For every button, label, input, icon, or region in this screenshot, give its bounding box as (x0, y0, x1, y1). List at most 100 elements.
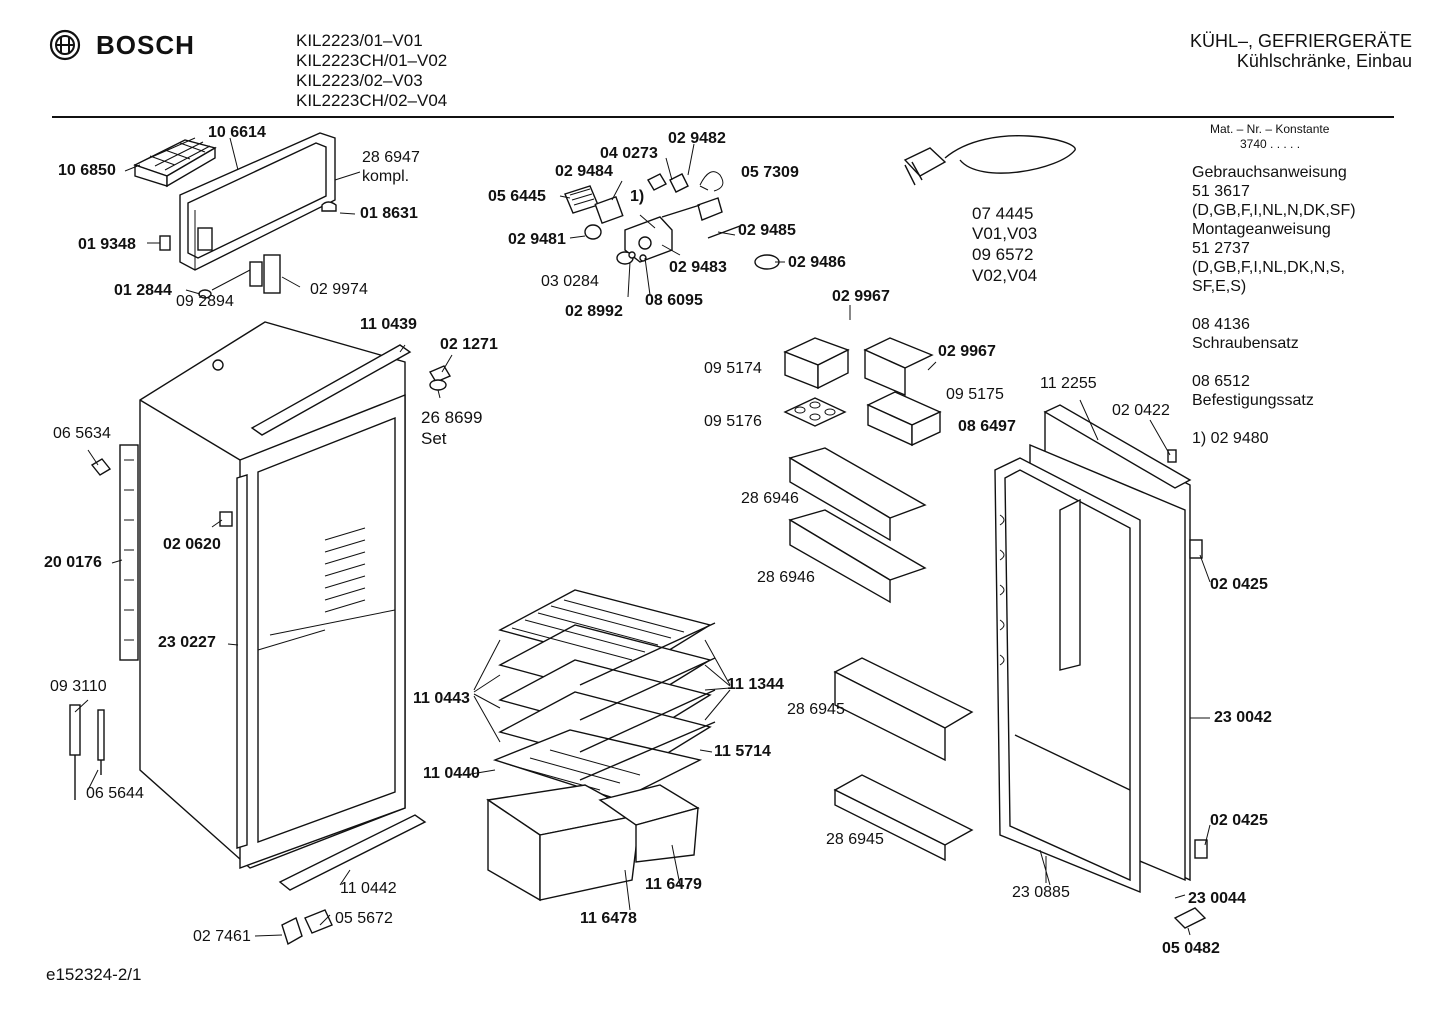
bosch-logo: BOSCH (48, 28, 195, 62)
part-label: 09 3110 (50, 678, 107, 695)
part-label: 09 5174 (704, 360, 762, 377)
part-label: 1) (630, 188, 645, 205)
category-subtitle: Kühlschränke, Einbau (1236, 51, 1412, 71)
part-label: V02,V04 (972, 266, 1038, 285)
category-title: KÜHL–, GEFRIERGERÄTE (1189, 31, 1412, 51)
brand-name: BOSCH (96, 29, 195, 60)
part-label: 02 9484 (555, 163, 613, 180)
konstante-label: Mat. – Nr. – Konstante (1210, 122, 1330, 136)
part-label: 11 6478 (580, 910, 637, 927)
part-label: 05 7309 (741, 164, 799, 181)
part-label: 04 0273 (600, 145, 658, 162)
crisper-drawers (486, 784, 700, 902)
part-label: 11 0443 (413, 690, 470, 707)
part-label: 10 6614 (208, 124, 266, 141)
part-label: 02 9483 (669, 259, 727, 276)
side-info-line: (D,GB,F,I,NL,DK,N,S, (1192, 259, 1345, 276)
part-label: 02 0620 (163, 536, 221, 553)
part-label: 11 5714 (714, 743, 771, 760)
refrigerator-door (994, 404, 1208, 929)
part-label: 02 0425 (1210, 576, 1268, 593)
part-label: 05 6445 (488, 188, 546, 205)
refrigerator-cabinet (119, 321, 412, 869)
part-label: 11 1344 (727, 676, 784, 693)
model-line: KIL2223/01–V01 (296, 31, 423, 50)
model-list: KIL2223/01–V01 KIL2223CH/01–V02 KIL2223/… (296, 31, 447, 111)
side-info-line: 51 3617 (1192, 183, 1250, 200)
part-label: 08 6497 (958, 418, 1016, 435)
part-label: 03 0284 (541, 273, 599, 290)
part-label: 11 0442 (340, 880, 397, 897)
side-info-list: Gebrauchsanweisung 51 3617 (D,GB,F,I,NL,… (1192, 163, 1356, 448)
side-info-line: 1) 02 9480 (1192, 430, 1269, 447)
side-info-line: 08 4136 (1192, 316, 1250, 333)
part-label: V01,V03 (972, 224, 1038, 243)
part-label: 07 4445 (972, 204, 1034, 223)
small-parts-freezer (159, 201, 337, 299)
part-label: 11 0440 (423, 765, 480, 782)
leader-lines (74, 137, 1211, 937)
side-info-line: 08 6512 (1192, 373, 1250, 390)
part-label: 11 6479 (645, 876, 702, 893)
part-label: 28 6945 (826, 831, 884, 848)
side-info-line: SF,E,S) (1192, 278, 1247, 295)
door-shelves-286945 (833, 657, 974, 862)
part-label: 26 8699 (421, 408, 483, 427)
side-info-line: Befestigungssatz (1192, 392, 1314, 409)
part-label: 01 9348 (78, 236, 136, 253)
konstante-value: 3740 . . . . . (1240, 137, 1301, 151)
part-label: 09 6572 (972, 245, 1034, 264)
part-label: 28 6945 (787, 701, 845, 718)
door-shelves-286946 (788, 447, 927, 604)
upper-door-bins (783, 337, 942, 447)
part-label: 02 0422 (1112, 402, 1170, 419)
part-label: 01 2844 (114, 282, 172, 299)
freezer-door-part (179, 132, 336, 271)
part-label: 23 0885 (1012, 884, 1070, 901)
part-label: Set (421, 429, 447, 448)
part-label: 20 0176 (44, 554, 102, 571)
part-label: 05 5672 (335, 910, 393, 927)
part-label: 11 2255 (1040, 375, 1097, 392)
part-label: 06 5644 (86, 785, 144, 802)
part-label: 02 9481 (508, 231, 566, 248)
part-label: 09 5175 (946, 386, 1004, 403)
side-info-line: Schraubensatz (1192, 335, 1299, 352)
side-info-line: Gebrauchsanweisung (1192, 164, 1347, 181)
part-label: 10 6850 (58, 162, 116, 179)
part-label: 02 9974 (310, 281, 368, 298)
part-label: 02 9485 (738, 222, 796, 239)
part-label: 23 0044 (1188, 890, 1246, 907)
model-line: KIL2223/02–V03 (296, 71, 423, 90)
part-label: 06 5634 (53, 425, 111, 442)
part-label: 02 8992 (565, 303, 623, 320)
glass-shelves (492, 589, 716, 801)
bottom-hinge-parts (278, 814, 427, 946)
part-label: 05 0482 (1162, 940, 1220, 957)
side-info-line: (D,GB,F,I,NL,N,DK,SF) (1192, 202, 1356, 219)
thermostat-parts (564, 171, 780, 270)
category-block: KÜHL–, GEFRIERGERÄTE Kühlschränke, Einba… (1190, 31, 1412, 71)
part-label: kompl. (362, 168, 410, 185)
part-label: 09 2894 (176, 293, 234, 310)
model-line: KIL2223CH/02–V04 (296, 91, 448, 110)
part-label: 02 0425 (1210, 812, 1268, 829)
part-label: 11 0439 (360, 316, 417, 333)
part-label: 02 1271 (440, 336, 498, 353)
part-label: 02 9482 (668, 130, 726, 147)
part-label: 28 6947 (362, 149, 420, 166)
ice-cube-tray-part (133, 137, 217, 188)
power-cord-part (903, 135, 1076, 186)
part-label: 28 6946 (757, 569, 815, 586)
part-label: 02 9967 (832, 288, 890, 305)
part-label: 02 9486 (788, 254, 846, 271)
part-label: 09 5176 (704, 413, 762, 430)
part-label: 02 9967 (938, 343, 996, 360)
side-info-line: Montageanweisung (1192, 221, 1331, 238)
drawing-code: e152324-2/1 (46, 965, 142, 984)
bosch-armature-icon (49, 29, 81, 61)
side-info-line: 51 2737 (1192, 240, 1250, 257)
part-label: 02 7461 (193, 928, 251, 945)
